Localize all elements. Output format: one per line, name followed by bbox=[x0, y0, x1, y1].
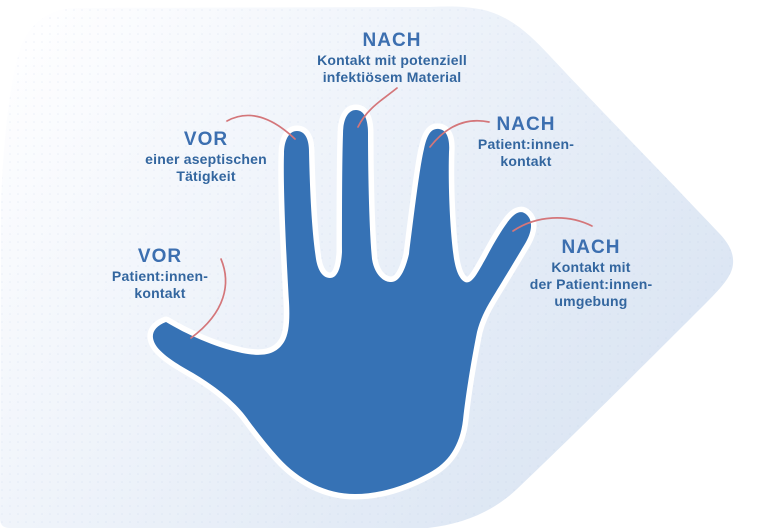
leader-line-index-finger bbox=[226, 114, 296, 140]
label-before-patient-contact: VOR Patient:innen- kontakt bbox=[112, 246, 208, 302]
leader-line-middle-finger bbox=[357, 87, 398, 128]
label-after-infectious: NACH Kontakt mit potenziell infektiösem … bbox=[317, 30, 467, 86]
label-after-patient-contact-heading: NACH bbox=[496, 114, 556, 135]
label-before-aseptic-line: Tätigkeit bbox=[176, 168, 236, 184]
label-after-infectious-line: Kontakt mit potenziell bbox=[317, 52, 467, 68]
hand-silhouette-icon bbox=[147, 104, 537, 500]
label-after-patient-surroundings-line: Kontakt mit bbox=[551, 259, 631, 275]
label-after-patient-contact-line: kontakt bbox=[500, 153, 552, 169]
label-after-patient-surroundings-line: umgebung bbox=[554, 293, 628, 309]
leader-line-thumb bbox=[190, 258, 227, 339]
label-before-aseptic-heading: VOR bbox=[183, 129, 229, 150]
label-after-infectious-line: infektiösem Material bbox=[322, 69, 462, 85]
label-before-patient-contact-heading: VOR bbox=[137, 246, 183, 267]
leader-line-ring-finger bbox=[429, 119, 490, 148]
label-before-patient-contact-line: kontakt bbox=[134, 285, 186, 301]
label-after-patient-contact: NACH Patient:innen- kontakt bbox=[478, 114, 574, 170]
label-before-aseptic-line: einer aseptischen bbox=[145, 151, 267, 167]
label-after-infectious-heading: NACH bbox=[362, 30, 422, 51]
label-after-patient-surroundings-line: der Patient:innen- bbox=[529, 276, 653, 292]
label-after-patient-contact-line: Patient:innen- bbox=[477, 136, 575, 152]
label-after-patient-surroundings: NACH Kontakt mit der Patient:innen- umge… bbox=[530, 237, 653, 310]
label-after-patient-surroundings-heading: NACH bbox=[561, 237, 621, 258]
label-before-patient-contact-line: Patient:innen- bbox=[111, 268, 209, 284]
label-before-aseptic: VOR einer aseptischen Tätigkeit bbox=[145, 129, 267, 185]
leader-line-pinky-finger bbox=[512, 217, 593, 232]
